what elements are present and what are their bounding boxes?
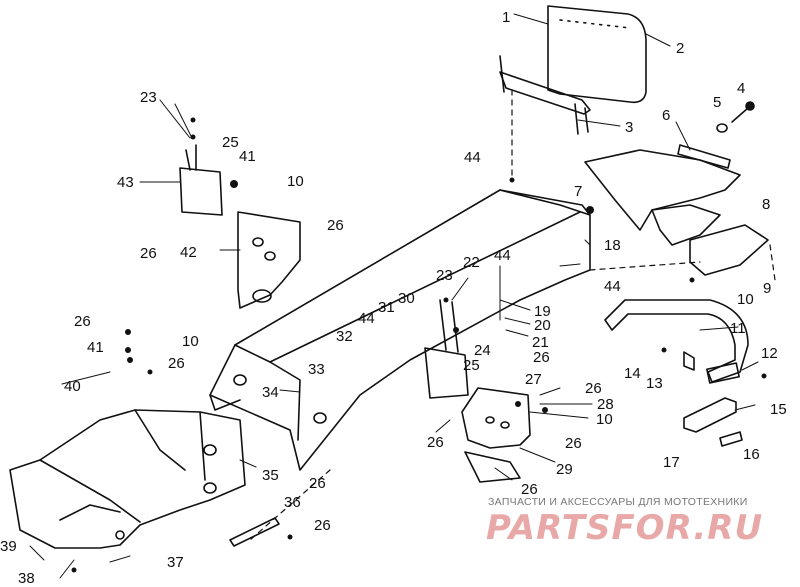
callout-26-a: 26 — [327, 217, 344, 234]
plate-part-43 — [179, 144, 223, 216]
callout-10-b: 10 — [737, 291, 754, 308]
callout-23-a: 23 — [140, 89, 157, 106]
callout-22: 22 — [463, 254, 480, 271]
callout-41-b: 41 — [87, 339, 104, 356]
callout-44-a: 44 — [464, 149, 481, 166]
callout-25-b: 25 — [463, 357, 480, 374]
callout-44-c: 44 — [604, 278, 621, 295]
callout-44-d: 44 — [358, 310, 375, 327]
callout-2: 2 — [676, 40, 684, 57]
bracket-part-3 — [499, 55, 591, 135]
callout-18: 18 — [604, 237, 621, 254]
callout-26-j: 26 — [521, 481, 538, 498]
callout-26-e: 26 — [533, 349, 550, 366]
callout-25-a: 25 — [222, 134, 239, 151]
callout-5: 5 — [713, 94, 721, 111]
callout-9: 9 — [763, 280, 771, 297]
leader-lines — [29, 13, 759, 579]
bracket-part-29 — [461, 387, 531, 483]
callout-16: 16 — [743, 446, 760, 463]
callout-26-d: 26 — [168, 355, 185, 372]
main-tunnel-frame — [209, 189, 591, 471]
callout-11: 11 — [730, 320, 746, 337]
bumper-bracket-part — [683, 351, 695, 371]
callout-36: 36 — [284, 494, 301, 511]
callout-21: 21 — [532, 334, 549, 351]
rear-hood-part — [584, 144, 769, 276]
callout-3: 3 — [625, 119, 633, 136]
callout-43: 43 — [117, 174, 134, 191]
callout-19: 19 — [534, 303, 551, 320]
callout-38: 38 — [18, 570, 35, 587]
callout-15: 15 — [770, 401, 787, 418]
callout-35: 35 — [262, 467, 279, 484]
callout-10-a: 10 — [287, 173, 304, 190]
callout-40: 40 — [64, 378, 81, 395]
callout-26-c: 26 — [74, 313, 91, 330]
flap-plate-part — [547, 5, 647, 104]
strip-part-36 — [229, 517, 280, 547]
watermark-caption: ЗАПЧАСТИ И АКСЕССУАРЫ ДЛЯ МОТОТЕХНИКИ — [488, 496, 748, 508]
callout-10-d: 10 — [596, 411, 613, 428]
hardware-dots — [71, 117, 767, 573]
callout-26-f: 26 — [585, 380, 602, 397]
callout-41-a: 41 — [239, 148, 256, 165]
callout-26-i: 26 — [309, 475, 326, 492]
callout-29: 29 — [556, 461, 573, 478]
bolt-washer-part — [716, 101, 755, 133]
callout-26-g: 26 — [427, 434, 444, 451]
callout-26-h: 26 — [565, 435, 582, 452]
callout-30: 30 — [398, 290, 415, 307]
callout-10-c: 10 — [182, 333, 199, 350]
callout-32: 32 — [336, 328, 353, 345]
callout-17: 17 — [663, 454, 680, 471]
callout-44-b: 44 — [494, 247, 511, 264]
callout-24: 24 — [474, 342, 491, 359]
center-bracket-part — [424, 299, 469, 399]
callout-31: 31 — [378, 299, 395, 316]
callout-20: 20 — [534, 317, 551, 334]
callout-39: 39 — [0, 538, 17, 555]
callout-23-b: 23 — [436, 267, 453, 284]
rear-bumper-part — [604, 299, 749, 384]
front-bulkhead-part — [9, 409, 246, 549]
callout-34: 34 — [262, 384, 279, 401]
watermark-logo: PARTSFOR.RU — [486, 508, 764, 548]
callout-4: 4 — [737, 80, 745, 97]
hitch-block-part — [683, 397, 743, 447]
callout-labels: 1 2 3 4 5 6 7 8 9 10 10 10 10 11 12 13 1… — [0, 9, 787, 587]
callout-14: 14 — [624, 365, 641, 382]
callout-26-b: 26 — [140, 245, 157, 262]
callout-8: 8 — [762, 196, 770, 213]
callout-13: 13 — [646, 375, 663, 392]
callout-12: 12 — [761, 345, 778, 362]
assembly-lines — [249, 89, 776, 541]
callout-28: 28 — [597, 396, 614, 413]
bracket-part-42 — [237, 211, 301, 309]
callout-6: 6 — [662, 107, 670, 124]
callout-33: 33 — [308, 361, 325, 378]
callout-26-k: 26 — [314, 517, 331, 534]
callout-42: 42 — [180, 244, 197, 261]
callout-7: 7 — [574, 183, 582, 200]
callout-37: 37 — [167, 554, 184, 571]
callout-1: 1 — [502, 9, 510, 26]
callout-27: 27 — [525, 371, 542, 388]
